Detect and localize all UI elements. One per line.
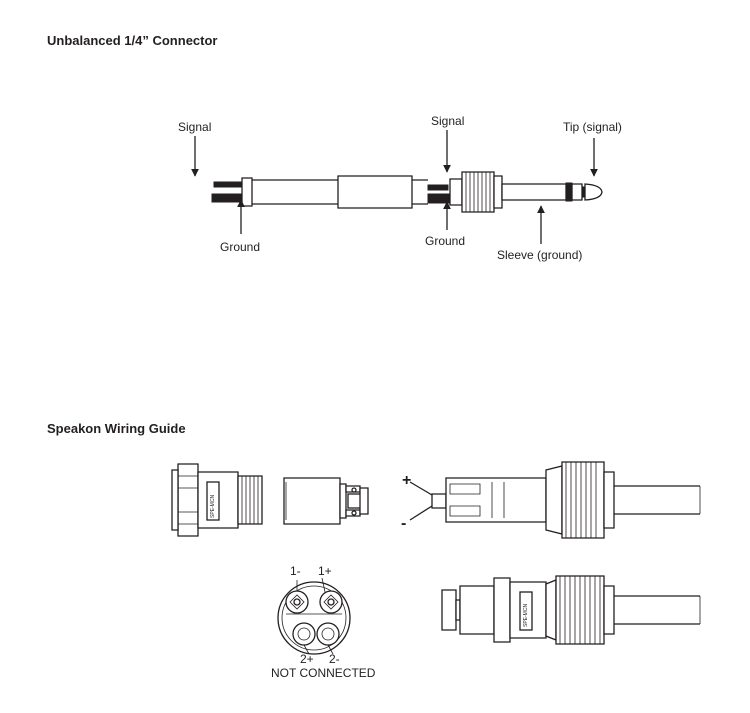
label-ground-left: Ground [220,240,261,254]
plug-tip [584,183,603,201]
pin-label-2-minus: 2- [329,652,340,666]
signal-wire-left [213,181,243,188]
label-signal-mid: Signal [431,114,465,128]
speakon-housing: SPE-MCN [171,463,263,537]
pin-label-1-minus: 1- [290,564,301,578]
pin-label-2-plus: 2+ [300,652,314,666]
speakon-assembled-plug: SPE-MCN [441,575,701,645]
ground-wire-mid [427,193,451,204]
label-tip: Tip (signal) [563,120,622,134]
section-title-speakon: Speakon Wiring Guide [47,421,186,436]
section-title-quarter-inch: Unbalanced 1/4” Connector [47,33,218,48]
label-ground-mid: Ground [425,234,466,248]
pin-note-not-connected: NOT CONNECTED [271,666,376,680]
signal-wire-mid [427,184,449,191]
speakon-wired-plug: + - [401,461,701,539]
pin-label-1-plus: 1+ [318,564,332,578]
quarter-inch-cable [191,130,603,244]
inner-insulation-left [241,177,253,207]
plug-boot [337,175,413,209]
label-signal-left: Signal [178,120,212,134]
wire-minus-label: - [401,515,406,532]
plug-sleeve [501,183,567,201]
speakon-insert [283,477,369,525]
speakon-pinout [277,577,351,655]
plug-ring [571,183,583,201]
wire-plus-label: + [402,472,411,489]
shield-wire-left [211,193,243,203]
svg-text:SPE-MCN: SPE-MCN [210,495,216,518]
cable-jacket [252,179,338,205]
label-sleeve: Sleeve (ground) [497,248,583,262]
svg-text:SPE-MCN: SPE-MCN [523,604,529,627]
